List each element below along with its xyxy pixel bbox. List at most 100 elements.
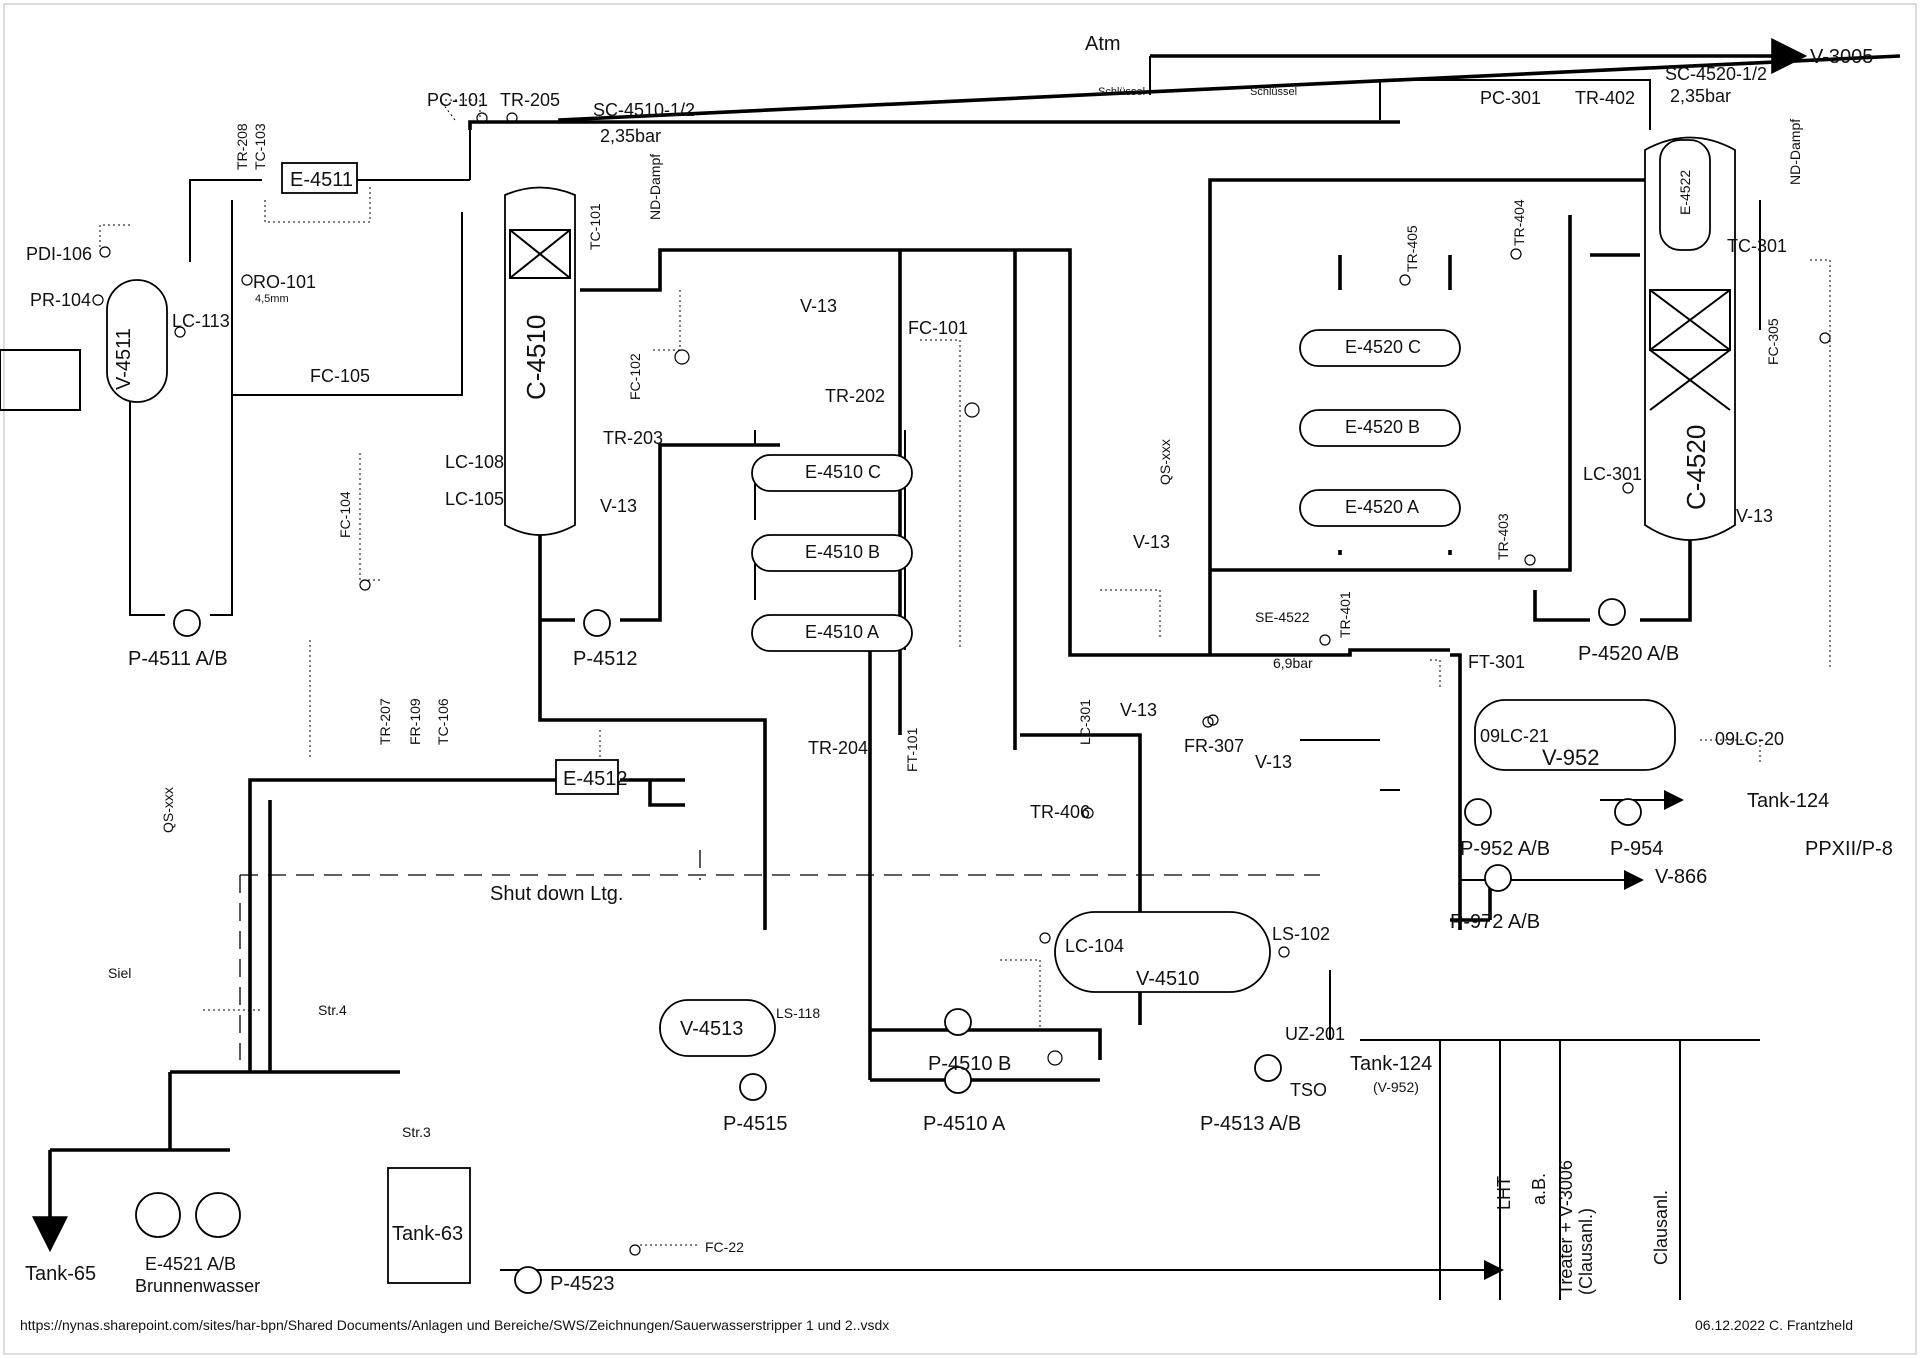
stream-nd1: ND-Dampf — [647, 154, 663, 220]
label-e4511: E-4511 — [290, 169, 353, 191]
label-e4520b: E-4520 B — [1345, 417, 1420, 437]
label-c4520: C-4520 — [1681, 425, 1711, 510]
p4523-pump — [514, 1266, 542, 1294]
stream-tank124b: Tank-124 — [1350, 1053, 1432, 1075]
label-p4513: P-4513 A/B — [1200, 1113, 1301, 1135]
stream-nd2: ND-Dampf — [1787, 119, 1803, 185]
stream-ab: a.B. — [1529, 1173, 1549, 1205]
tag-ft301: FT-301 — [1468, 652, 1525, 672]
tag-pr104: PR-104 — [30, 290, 91, 310]
p4510b-pump — [944, 1008, 972, 1036]
stream-treater-sub: (Clausanl.) — [1576, 1208, 1596, 1295]
e4510a-shell — [751, 614, 913, 652]
label-c4510: C-4510 — [521, 315, 551, 400]
stream-lht: LHT — [1494, 1176, 1514, 1210]
p4511-pump — [173, 609, 201, 637]
tag-fr109: FR-109 — [407, 698, 423, 745]
tag-tc103: TC-103 — [252, 123, 268, 170]
tag-tr401: TR-401 — [1337, 591, 1353, 638]
label-e4521-sub: Brunnenwasser — [135, 1276, 260, 1296]
tag-ls102: LS-102 — [1272, 924, 1330, 944]
tag-se4522: SE-4522 — [1255, 609, 1310, 625]
c4510-packing — [509, 229, 571, 279]
e4511-box — [281, 162, 358, 194]
label-e4510a: E-4510 A — [805, 622, 879, 642]
stream-clausanl: Clausanl. — [1651, 1190, 1671, 1265]
e4521a-exchanger — [135, 1192, 181, 1238]
tag-tr402: TR-402 — [1575, 88, 1635, 108]
instrument-bubbles — [92, 112, 1831, 1256]
label-e4520c: E-4520 C — [1345, 337, 1421, 357]
tag-tr208: TR-208 — [234, 123, 250, 170]
e4520c-shell — [1299, 329, 1461, 367]
v952-vessel — [1474, 699, 1676, 771]
e4510c-shell — [751, 454, 913, 492]
p972-pump — [1484, 864, 1512, 892]
stream-treater: Treater + V-3006 — [1556, 1160, 1576, 1295]
label-p4523: P-4523 — [550, 1273, 615, 1295]
label-v4511: V-4511 — [113, 328, 135, 390]
stream-v13f: V-13 — [1736, 506, 1773, 526]
stream-v3005: V-3005 — [1810, 46, 1873, 68]
frame — [3, 3, 1917, 1355]
label-tank63: Tank-63 — [392, 1223, 463, 1245]
p952-pump — [1464, 798, 1492, 826]
p4513-pump — [1254, 1054, 1282, 1082]
tag-qs2: QS-xxx — [1157, 439, 1173, 485]
tag-lc21: 09LC-21 — [1480, 726, 1549, 746]
tag-sc4520: SC-4520-1/2 — [1665, 64, 1767, 84]
p4515-pump — [739, 1073, 767, 1101]
v4513-vessel — [659, 999, 776, 1057]
label-e4521: E-4521 A/B — [145, 1254, 236, 1274]
e4520a-shell — [1299, 489, 1461, 527]
label-p952: P-952 A/B — [1460, 838, 1550, 860]
stream-tank124b-sub: (V-952) — [1373, 1079, 1419, 1095]
tag-uz201: UZ-201 — [1285, 1024, 1345, 1044]
tag-fc105: FC-105 — [310, 366, 370, 386]
tag-pc301: PC-301 — [1480, 88, 1541, 108]
stream-schluessel2: Schlüssel — [1250, 86, 1297, 98]
stream-siel: Siel — [108, 965, 131, 981]
e4510b-shell — [751, 534, 913, 572]
footer-path: https://nynas.sharepoint.com/sites/har-b… — [20, 1317, 889, 1333]
tag-lc108: LC-108 — [445, 452, 504, 472]
label-e4522: E-4522 — [1677, 170, 1693, 215]
tag-tr405: TR-405 — [1404, 225, 1420, 272]
label-p4511: P-4511 A/B — [128, 648, 228, 670]
tag-lc105: LC-105 — [445, 489, 504, 509]
tag-tc106: TC-106 — [435, 698, 451, 745]
stream-v13b: V-13 — [600, 496, 637, 516]
stream-shutdown: Shut down Ltg. — [490, 883, 623, 905]
stream-v13c: V-13 — [1133, 532, 1170, 552]
label-e4510c: E-4510 C — [805, 462, 881, 482]
stream-v13d: V-13 — [1120, 700, 1157, 720]
label-p4510a: P-4510 A — [923, 1113, 1006, 1135]
label-e4520a: E-4520 A — [1345, 497, 1419, 517]
tag-ro101-size: 4,5mm — [255, 293, 289, 305]
p4520-pump — [1598, 598, 1626, 626]
tag-tr403: TR-403 — [1495, 513, 1511, 560]
tag-lc301: LC-301 — [1077, 699, 1093, 745]
label-p4510b: P-4510 B — [928, 1053, 1011, 1075]
tag-fc101: FC-101 — [908, 318, 968, 338]
label-e4510b: E-4510 B — [805, 542, 880, 562]
stream-tank65: Tank-65 — [25, 1263, 96, 1285]
label-p954: P-954 — [1610, 838, 1663, 860]
tag-sc4520-p: 2,35bar — [1670, 86, 1731, 106]
p4510a-pump — [944, 1066, 972, 1094]
tag-tr406: TR-406 — [1030, 802, 1090, 822]
tag-fc102: FC-102 — [627, 353, 643, 400]
p954-pump — [1614, 798, 1642, 826]
label-p4515: P-4515 — [723, 1113, 788, 1135]
e4520b-shell — [1299, 409, 1461, 447]
tag-tc301: TC-301 — [1727, 236, 1787, 256]
label-v4510: V-4510 — [1136, 968, 1199, 990]
stream-v866: V-866 — [1655, 866, 1707, 888]
tag-se4522-p: 6,9bar — [1273, 655, 1313, 671]
label-v952: V-952 — [1542, 745, 1600, 770]
tag-tc101: TC-101 — [587, 203, 603, 250]
tag-ls118: LS-118 — [776, 1005, 820, 1021]
v4510-vessel — [1054, 911, 1271, 993]
tag-lc113: LC-113 — [172, 311, 230, 331]
